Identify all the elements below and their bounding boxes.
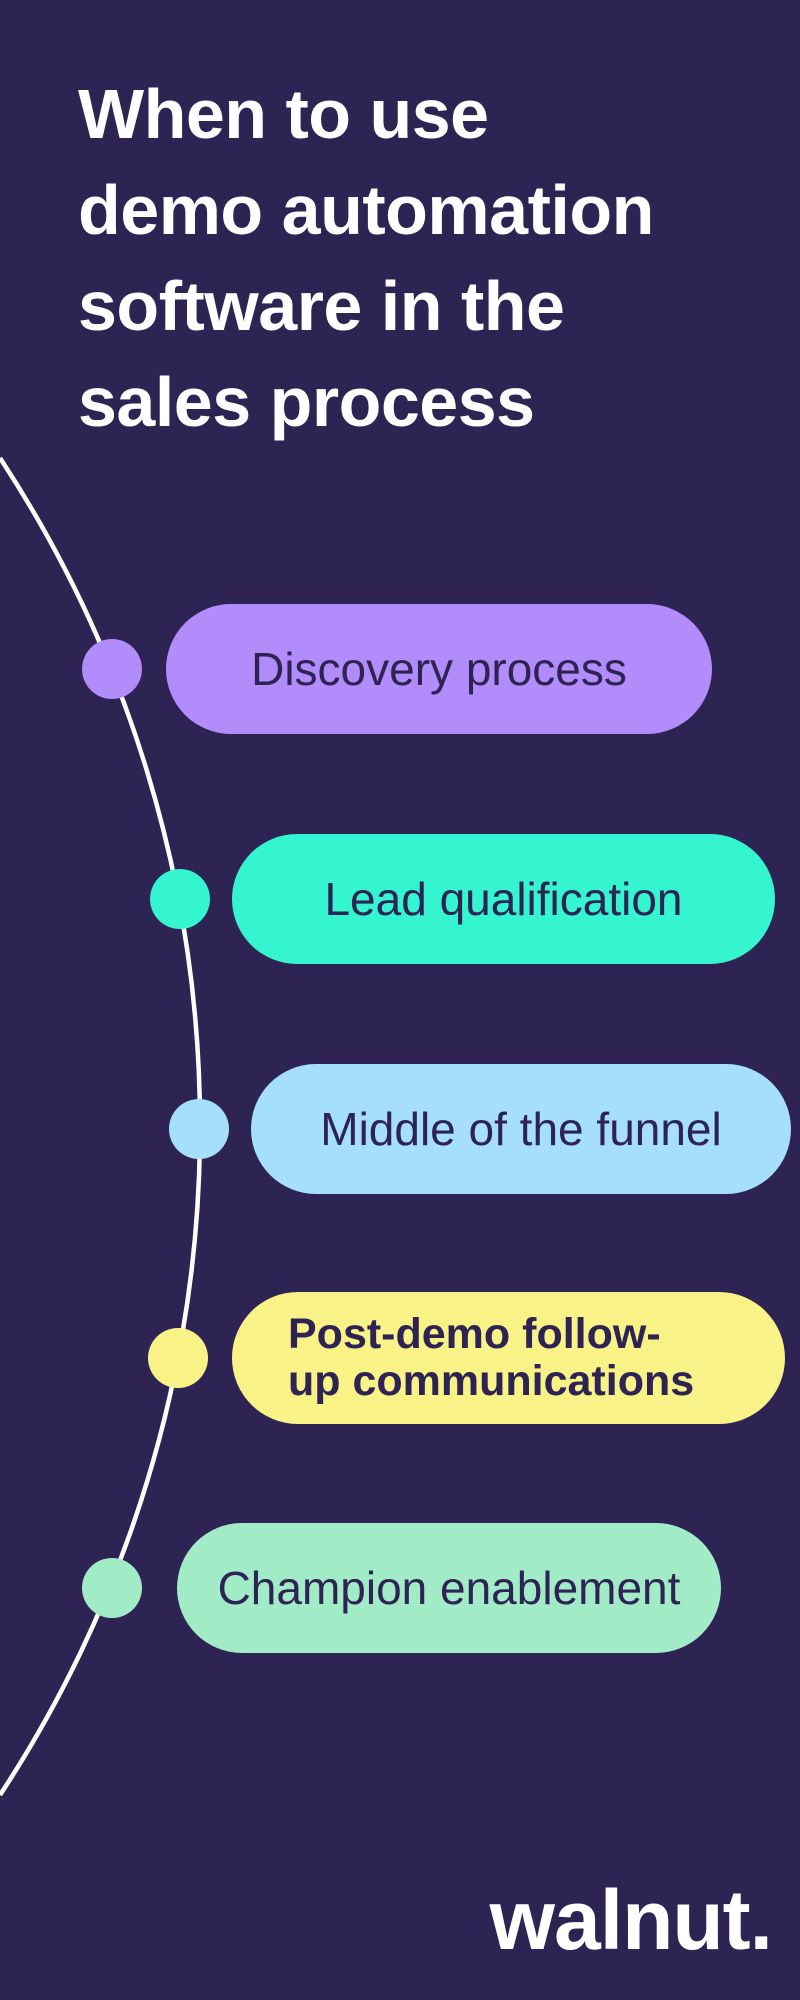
pill-champion-enablement: Champion enablement <box>177 1523 721 1653</box>
pill-middle-of-funnel: Middle of the funnel <box>251 1064 791 1194</box>
pill-label-discovery-process: Discovery process <box>251 643 627 695</box>
walnut-logo: walnut. <box>489 1873 773 1967</box>
pill-label-post-demo-line-2: up communications <box>288 1357 695 1405</box>
title-line-1: When to use <box>78 75 489 153</box>
pill-label-middle-of-funnel: Middle of the funnel <box>320 1103 722 1155</box>
page-title: When to use demo automation software in … <box>78 66 654 450</box>
title-line-3: software in the <box>78 267 565 345</box>
pill-label-champion-enablement: Champion enablement <box>217 1562 681 1614</box>
timeline-dot-champion-enablement <box>82 1558 142 1618</box>
timeline-dot-discovery-process <box>82 639 142 699</box>
pill-discovery-process: Discovery process <box>166 604 712 734</box>
pill-lead-qualification: Lead qualification <box>232 834 775 964</box>
timeline-dot-lead-qualification <box>150 869 210 929</box>
title-line-4: sales process <box>78 363 535 441</box>
title-line-2: demo automation <box>78 171 654 249</box>
pill-label-post-demo-line-1: Post-demo follow- <box>288 1310 661 1358</box>
timeline-dot-post-demo-follow-up <box>148 1328 208 1388</box>
pill-post-demo-follow-up: Post-demo follow- up communications <box>232 1292 785 1424</box>
pill-label-lead-qualification: Lead qualification <box>324 873 683 925</box>
timeline-dot-middle-of-funnel <box>169 1099 229 1159</box>
